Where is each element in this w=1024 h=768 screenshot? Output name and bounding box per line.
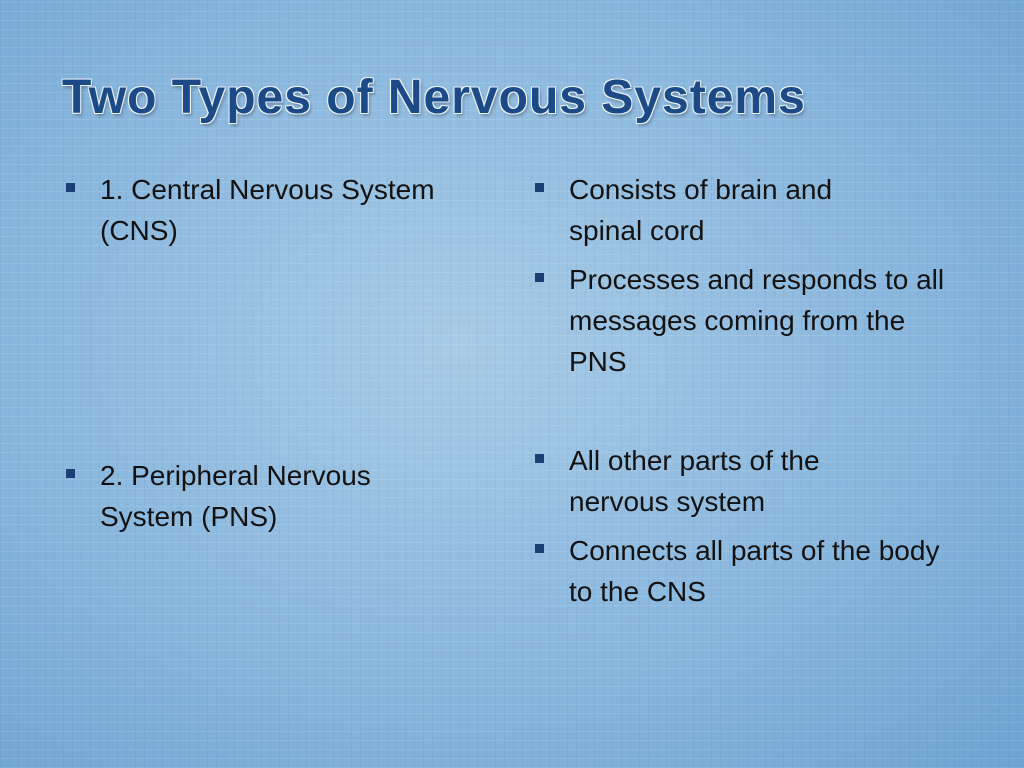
bullet-cns: 1. Central Nervous System (CNS) [66,169,460,251]
bullet-text: All other parts of the nervous system [569,445,820,517]
bullet-square-icon [66,469,75,478]
bullet-square-icon [66,183,75,192]
bullet-square-icon [535,544,544,553]
bullet-cns-definition: Consists of brain and spinal cord [535,169,899,251]
bullet-cns-function: Processes and responds to all messages c… [535,259,969,382]
bullet-text: 2. Peripheral Nervous System (PNS) [100,460,371,532]
bullet-square-icon [535,183,544,192]
bullet-text: Processes and responds to all messages c… [569,264,945,377]
bullet-square-icon [535,273,544,282]
bullet-text: Connects all parts of the body to the CN… [569,535,940,607]
bullet-pns-definition: All other parts of the nervous system [535,440,899,522]
bullet-text: 1. Central Nervous System (CNS) [100,174,435,246]
bullet-pns-function: Connects all parts of the body to the CN… [535,530,969,612]
bullet-square-icon [535,454,544,463]
bullet-text: Consists of brain and spinal cord [569,174,833,246]
bullet-pns: 2. Peripheral Nervous System (PNS) [66,455,460,537]
slide-title: Two Types of Nervous Systems [62,71,806,124]
